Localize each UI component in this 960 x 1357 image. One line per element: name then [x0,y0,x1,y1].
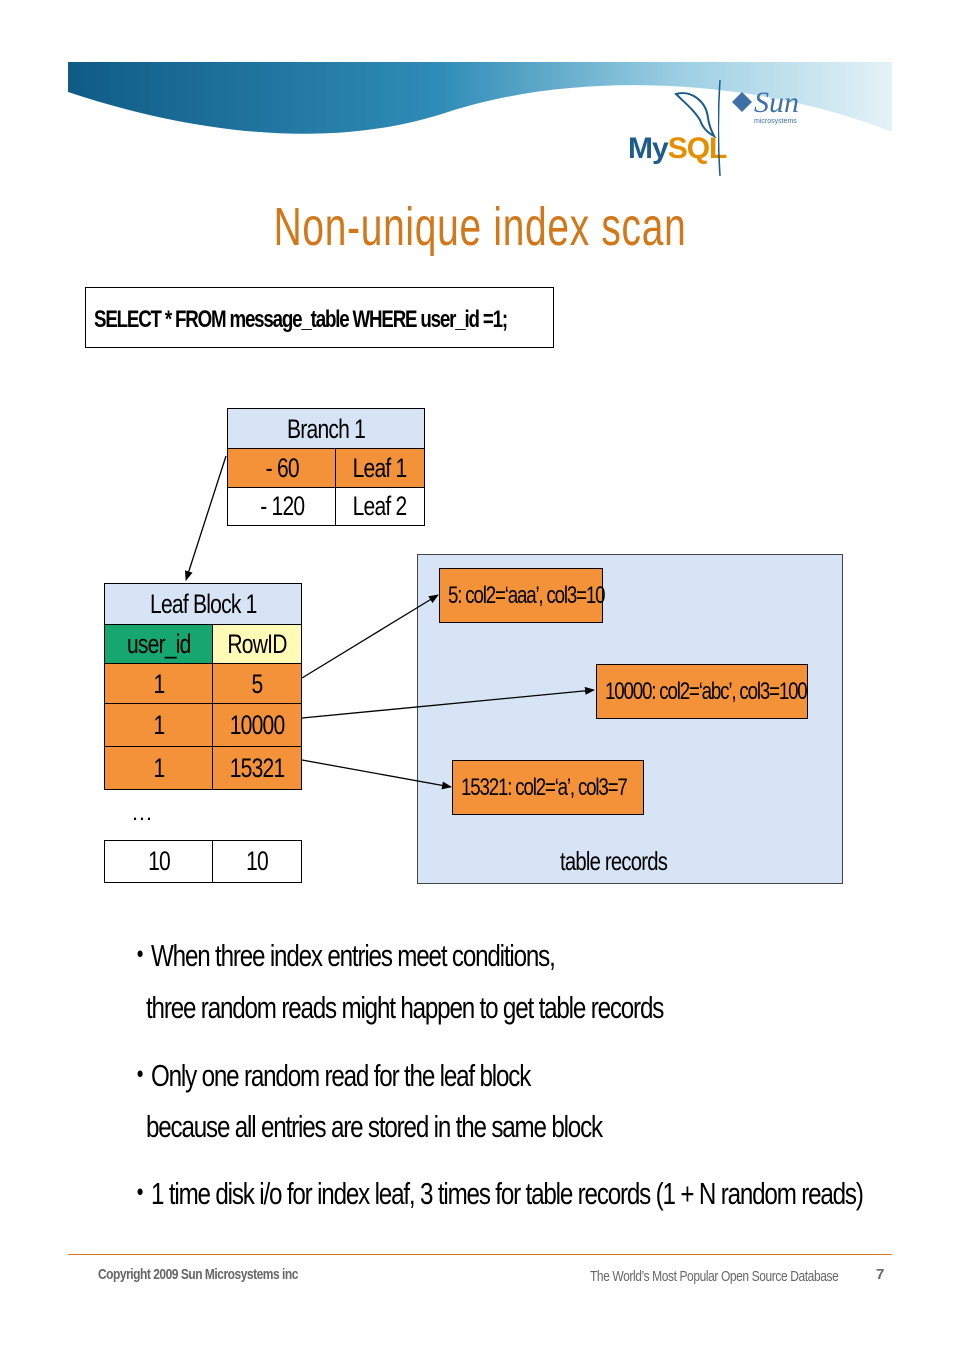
rowid-15321-arrow [301,759,452,790]
leaf-rowid: 10 [212,840,302,883]
table-record: 15321: col2=‘a’, col3=7 [452,760,644,815]
rowid-10000-arrow [301,686,595,719]
bullet-text: because all entries are stored in the sa… [146,1109,603,1144]
leaf-user-id: 1 [104,746,214,790]
page-number: 7 [876,1266,885,1283]
leaf-user-id: 1 [104,703,214,748]
sql-query: SELECT * FROM message_table WHERE user_i… [94,306,508,333]
slide-title: Non-unique index scan [273,197,687,257]
branch-header: Branch 1 [227,408,425,450]
bullet-text: three random reads might happen to get t… [146,990,664,1025]
rowid-5-arrow [301,594,439,679]
leaf-rowid: 15321 [212,746,302,790]
branch-to-leaf-arrow [184,455,227,581]
table-record: 5: col2=‘aaa’, col3=10 [439,568,606,623]
leaf-header: Leaf Block 1 [104,583,302,626]
dolphin-icon [674,92,716,138]
sun-diamond-icon [732,92,752,112]
footer-divider [68,1254,892,1255]
logo-divider [718,80,721,176]
leaf-col-rowid: RowID [212,624,302,665]
branch-key: - 120 [227,487,337,526]
table-records-label: table records [560,846,668,876]
leaf-user-id: 10 [104,840,214,883]
branch-key: - 60 [227,448,337,489]
leaf-ellipsis: … [131,800,153,825]
branch-pointer: Leaf 2 [335,487,425,526]
table-record: 10000: col2=‘abc’, col3=100 [596,664,808,719]
branch-pointer: Leaf 1 [335,448,425,489]
footer-copyright: Copyright 2009 Sun Microsystems inc [98,1266,298,1283]
mysql-logo: MySQL [628,132,727,165]
leaf-rowid: 10000 [212,703,302,748]
sql-query-box: SELECT * FROM message_table WHERE user_i… [85,287,554,348]
bullet-text: ・1 time disk i/o for index leaf, 3 times… [128,1176,864,1211]
bullet-text: ・When three index entries meet condition… [128,938,556,973]
header-banner [68,62,892,154]
bullet-text: ・Only one random read for the leaf block [128,1058,531,1093]
footer-tagline: The World’s Most Popular Open Source Dat… [590,1268,839,1285]
leaf-user-id: 1 [104,663,214,705]
